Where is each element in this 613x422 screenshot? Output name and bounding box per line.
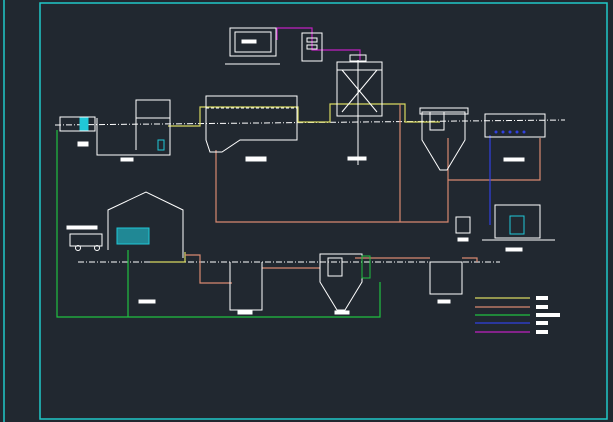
biochemical-reactor [336,54,383,165]
pipelines [56,27,541,318]
yellow-pipe [168,103,440,127]
inlet-screen-label-box [77,141,89,147]
clear-water-pump-equip [509,215,525,235]
legend-blue [475,321,548,325]
sludge-truck [69,233,103,247]
control-monitor [225,27,280,65]
sludge-thickener-body [319,253,363,311]
sludge-tank-label-box [237,310,253,315]
disinfection-diffusers [494,130,526,134]
regulating-tank-label-box [245,156,267,162]
filter-press [116,227,150,245]
sludge-house [66,191,184,304]
control-cabinet-body [301,32,323,62]
instrument-box-label-box [457,237,469,242]
inlet-channel [59,116,96,132]
inlet-screen-equip [79,117,89,131]
control-monitor-inner [234,31,272,53]
sludge-well [429,261,463,304]
settling-cone-1-body [421,111,466,171]
clear-water-pump-label-box [505,247,523,252]
legend-green [475,313,560,317]
salmon-pipe-3 [448,138,541,181]
reactor-body [336,61,383,117]
sludge-thickener-ladder [361,255,371,279]
green-pipe [56,130,381,318]
control-monitor-label-box [241,39,257,44]
sludge-house-label-box [138,299,156,304]
control-cabinet-panel-2 [306,44,318,50]
lift-pump-well [96,99,171,162]
settling-cone-1 [419,107,469,171]
salmon-pipe-7 [462,257,478,262]
sludge-thickener-label-box [334,310,350,315]
sludge-well-body [429,261,463,295]
instrument-box [455,216,471,242]
reactor-label-box [347,156,367,161]
sludge-tank [229,262,263,315]
disinfection-tank [484,113,546,162]
reactor-frame-line-3 [341,69,378,113]
structures [59,27,555,315]
sludge-thickener [319,253,371,315]
lift-pump [157,139,165,151]
yellow-pipe-riser [150,252,186,263]
drawing-frame [3,0,608,422]
reactor-drive [349,54,367,62]
sludge-tank-body [229,262,263,311]
salmon-pipe-return [215,138,449,223]
instrument-box-body [455,216,471,234]
sludge-truck-wheel-1 [75,245,81,251]
legend-magenta [475,330,548,334]
regulating-tank [205,95,298,162]
lift-pump-well-body [96,118,171,156]
regulating-tank-body [205,95,298,153]
magenta-pipe [276,27,361,60]
sludge-thickener-box [327,257,343,277]
sludge-house-note-box [66,225,98,230]
disinfection-tank-body [484,113,546,138]
clear-water-pump [482,204,555,252]
sludge-house-roof [107,191,184,258]
control-cabinet-panel-1 [306,37,318,43]
clear-water-pump-house [494,204,541,239]
salmon-pipe-4 [185,254,232,284]
disinfection-tank-label-box [503,157,525,162]
lift-pump-well-top [135,99,171,119]
inner-frame [39,2,608,420]
sludge-truck-wheel-2 [94,245,100,251]
legend [475,296,560,334]
control-cabinet [301,32,323,62]
sludge-well-label-box [437,299,451,304]
lift-pump-well-label-box [120,157,134,162]
settling-cone-1-box [429,111,445,131]
inlet-screen [59,116,96,147]
control-monitor-screen [229,27,277,57]
legend-salmon [475,305,548,309]
legend-yellow [475,296,548,300]
